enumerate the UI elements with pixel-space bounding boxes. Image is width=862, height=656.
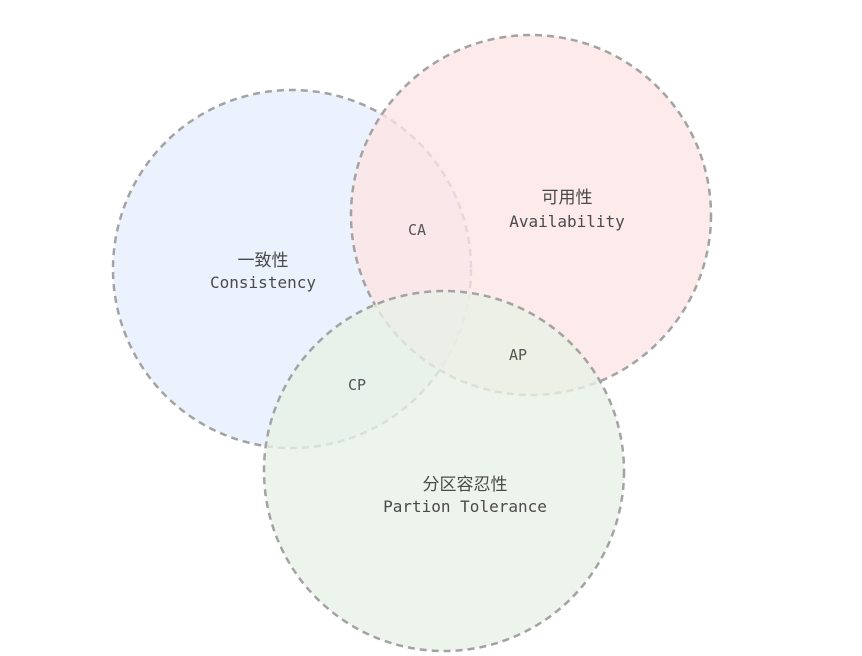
partition-tolerance-label-zh: 分区容忍性 xyxy=(423,475,508,495)
consistency-label-zh: 一致性 xyxy=(238,251,289,271)
partition-tolerance-label-en: Partion Tolerance xyxy=(383,497,547,516)
intersection-label-ca: CA xyxy=(408,221,426,239)
availability-label-zh: 可用性 xyxy=(542,188,593,208)
consistency-label-en: Consistency xyxy=(210,273,316,292)
intersection-label-cp: CP xyxy=(348,376,366,394)
intersection-label-ap: AP xyxy=(509,346,527,364)
availability-label-en: Availability xyxy=(509,212,625,231)
partition-tolerance-circle xyxy=(262,289,626,653)
